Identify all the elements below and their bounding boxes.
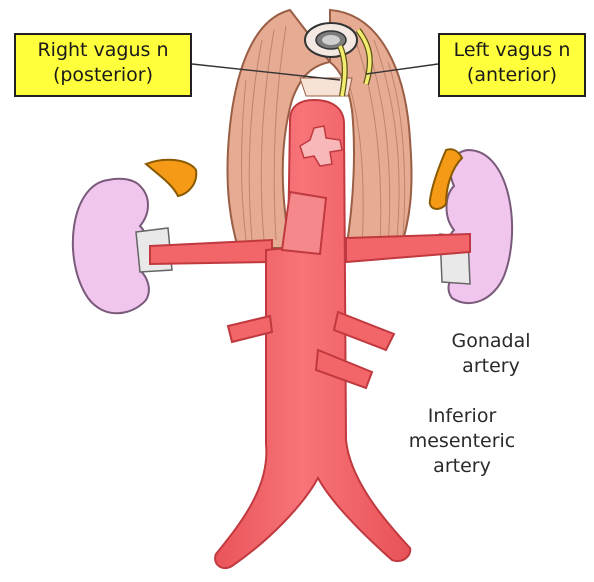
oesophagus <box>305 23 357 57</box>
left-vagus-sublabel: (anterior) <box>446 63 578 88</box>
right-adrenal-gland <box>146 160 196 196</box>
gonadal-label-line2: artery <box>436 354 546 379</box>
right-vagus-callout: Right vagus n (posterior) <box>14 33 192 97</box>
gonadal-label-line1: Gonadal <box>436 329 546 354</box>
ima-label-line2: mesenteric <box>402 429 522 454</box>
left-vagus-callout: Left vagus n (anterior) <box>438 33 586 97</box>
left-vagus-label: Left vagus n <box>446 38 578 63</box>
superior-mesenteric-artery <box>282 192 326 254</box>
ima-label-line3: artery <box>402 454 522 479</box>
inferior-mesenteric-artery-label: Inferior mesenteric artery <box>402 404 522 479</box>
gonadal-artery-label: Gonadal artery <box>436 329 546 379</box>
right-vagus-sublabel: (posterior) <box>22 63 184 88</box>
ima-label-line1: Inferior <box>402 404 522 429</box>
right-vagus-label: Right vagus n <box>22 38 184 63</box>
